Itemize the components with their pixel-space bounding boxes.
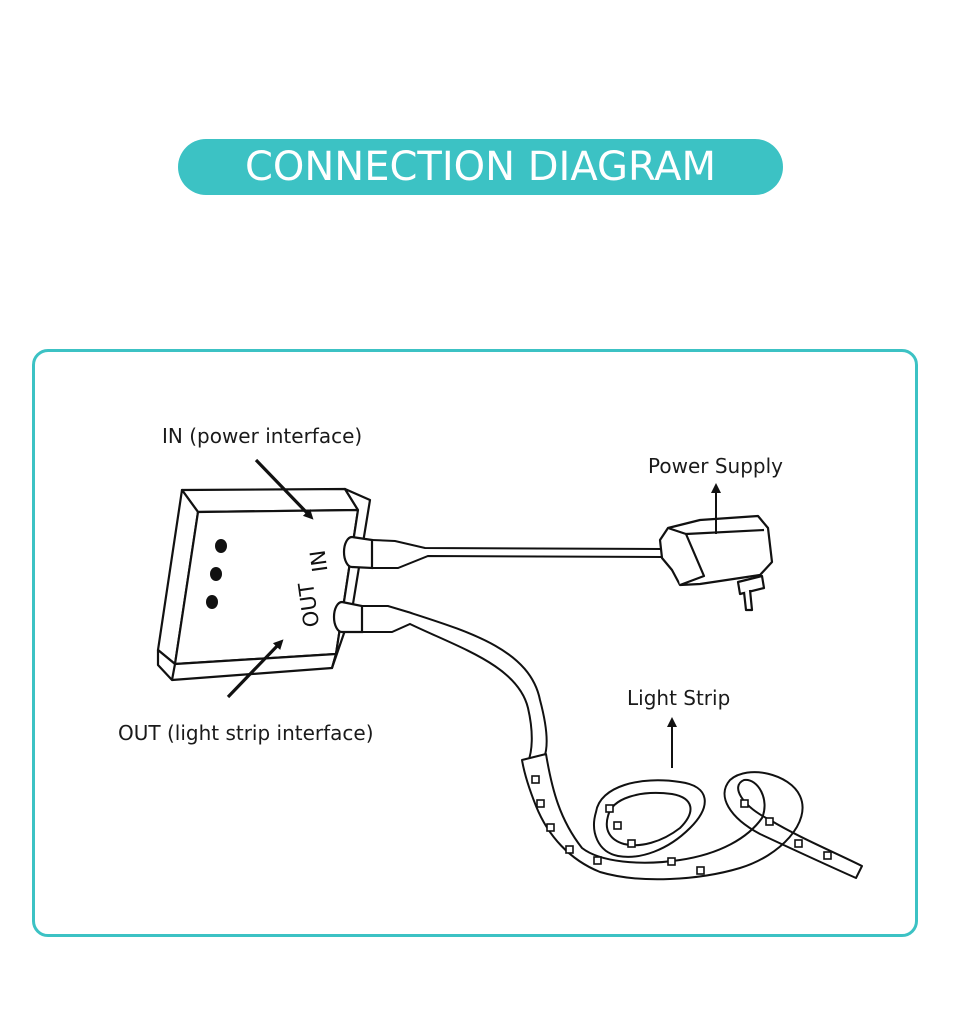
strip-led <box>565 845 574 854</box>
strip-led <box>546 823 555 832</box>
strip-led <box>740 799 749 808</box>
strip-led <box>531 775 540 784</box>
led-dot <box>215 539 227 553</box>
strip-led <box>667 857 676 866</box>
strip-led <box>536 799 545 808</box>
strip-led <box>823 851 832 860</box>
controller-box <box>156 487 372 682</box>
strip-led <box>765 817 774 826</box>
strip-led <box>613 821 622 830</box>
strip-led <box>696 866 705 875</box>
strip-led <box>794 839 803 848</box>
led-dot <box>206 595 218 609</box>
strip-led <box>627 839 636 848</box>
out-pointer-arrow <box>226 639 284 699</box>
light-strip <box>521 753 863 881</box>
port-in-label: IN <box>306 548 333 573</box>
light-strip-label: Light Strip <box>627 686 730 710</box>
power-cable <box>371 539 663 569</box>
power-adapter <box>658 514 774 612</box>
title-banner: CONNECTION DIAGRAM <box>178 139 783 195</box>
port-out-jack <box>332 600 364 634</box>
power-supply-label: Power Supply <box>648 454 783 478</box>
strip-led <box>593 856 602 865</box>
in-pointer-arrow <box>254 458 314 520</box>
out-interface-label: OUT (light strip interface) <box>118 721 374 745</box>
indicator-leds <box>206 539 227 609</box>
strip-cable <box>362 605 548 763</box>
strip-leds <box>531 775 832 875</box>
strip-led <box>605 804 614 813</box>
in-interface-label: IN (power interface) <box>162 424 362 448</box>
port-in-jack <box>342 535 374 570</box>
diagram-title: CONNECTION DIAGRAM <box>244 144 717 190</box>
led-dot <box>210 567 222 581</box>
diagram-frame <box>32 349 918 937</box>
